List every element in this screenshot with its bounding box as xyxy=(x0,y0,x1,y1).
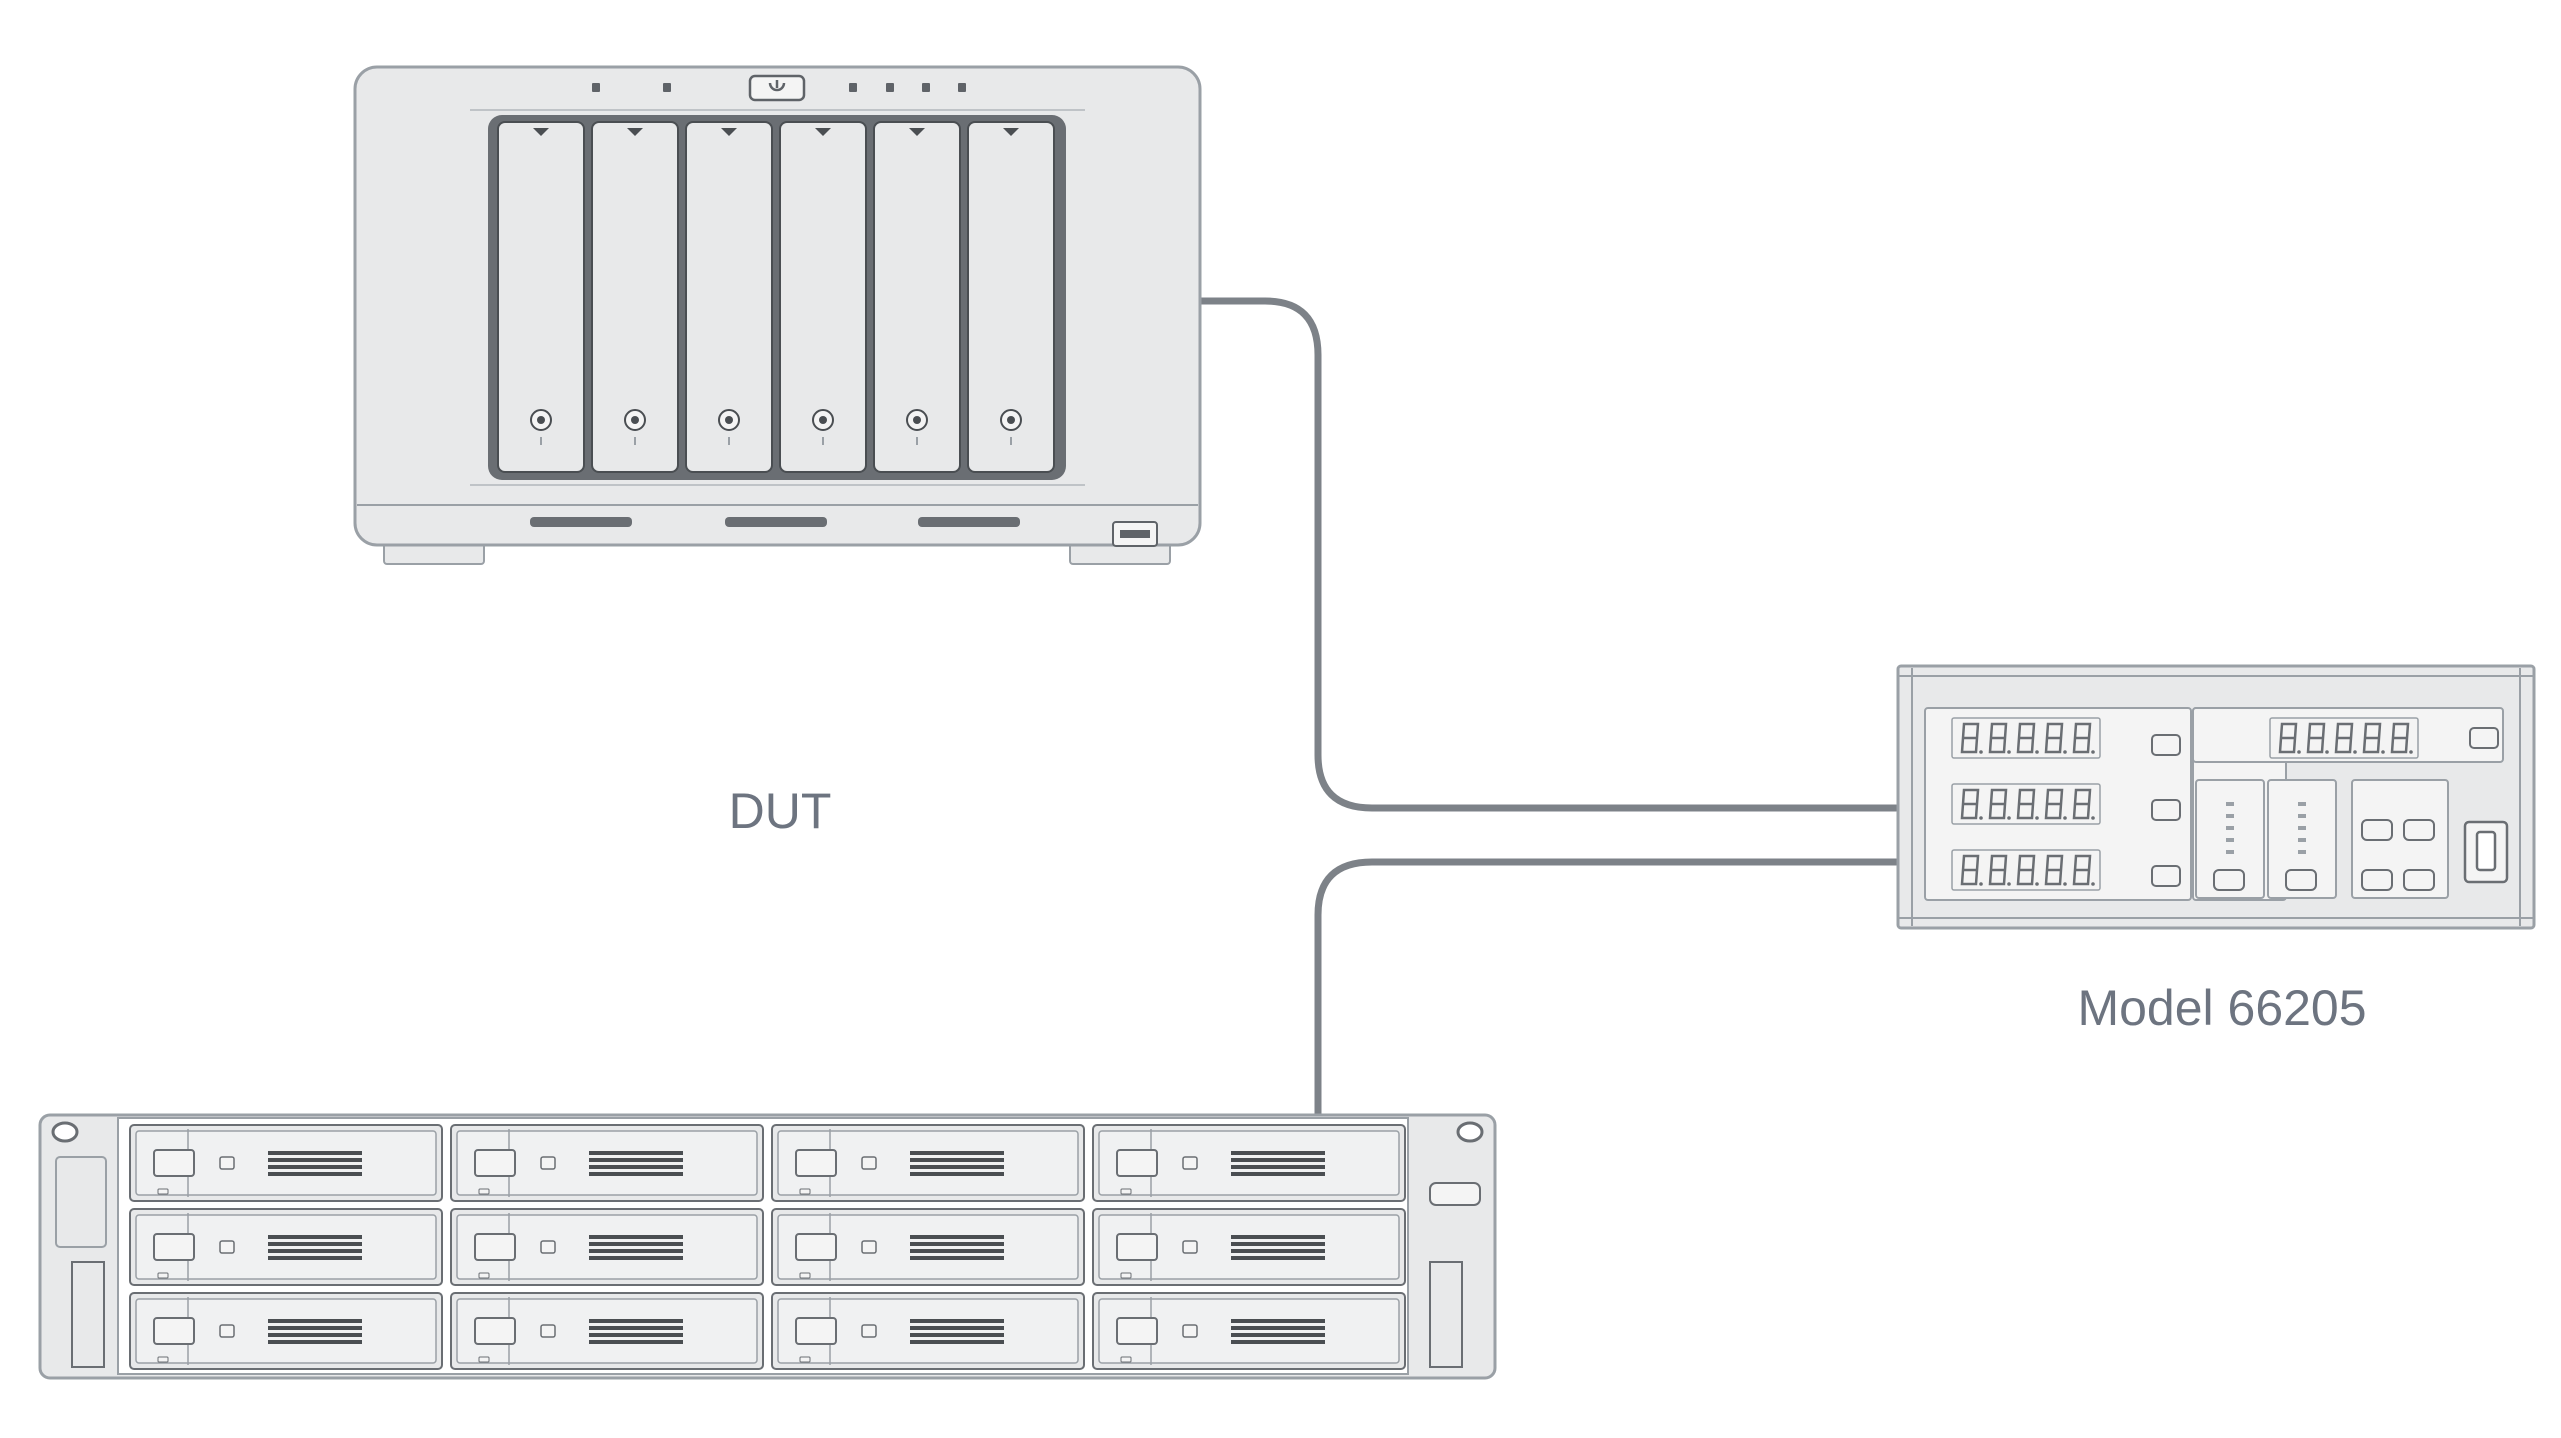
rack-drive-tray[interactable] xyxy=(771,1124,1085,1202)
meter-button[interactable] xyxy=(2361,819,2393,841)
meter-button[interactable] xyxy=(2151,734,2181,756)
meter-button[interactable] xyxy=(2285,869,2317,891)
tray-latch[interactable] xyxy=(1116,1233,1158,1261)
status-led xyxy=(922,83,930,92)
tray-latch[interactable] xyxy=(1116,1149,1158,1177)
rack-drive-tray[interactable] xyxy=(129,1292,443,1370)
drive-bay[interactable] xyxy=(591,121,679,473)
rack-drive-tray[interactable] xyxy=(129,1124,443,1202)
tray-latch[interactable] xyxy=(153,1149,195,1177)
tray-latch[interactable] xyxy=(795,1233,837,1261)
rack-drive-tray[interactable] xyxy=(771,1208,1085,1286)
rack-drive-tray[interactable] xyxy=(450,1292,764,1370)
tray-latch[interactable] xyxy=(474,1149,516,1177)
tray-latch[interactable] xyxy=(153,1233,195,1261)
status-led xyxy=(886,83,894,92)
rack-drive-tray[interactable] xyxy=(1092,1292,1406,1370)
meter-indicator-panel xyxy=(2195,779,2265,899)
meter-button[interactable] xyxy=(2469,727,2499,749)
rack-drive-tray[interactable] xyxy=(450,1208,764,1286)
meter-button[interactable] xyxy=(2213,869,2245,891)
meter-button[interactable] xyxy=(2361,869,2393,891)
meter-power-switch[interactable] xyxy=(2463,820,2509,884)
meter-keypad xyxy=(2351,779,2449,899)
label-dut: DUT xyxy=(729,783,832,839)
drive-bay[interactable] xyxy=(967,121,1055,473)
meter-button[interactable] xyxy=(2151,799,2181,821)
drive-bay[interactable] xyxy=(779,121,867,473)
status-led xyxy=(592,83,600,92)
power-icon xyxy=(768,80,786,92)
power-button[interactable] xyxy=(748,74,806,102)
meter-button[interactable] xyxy=(2403,819,2435,841)
rack-drive-tray[interactable] xyxy=(450,1124,764,1202)
meter-indicator-panel xyxy=(2267,779,2337,899)
drive-bay[interactable] xyxy=(873,121,961,473)
rack-drive-tray[interactable] xyxy=(129,1208,443,1286)
rack-server xyxy=(38,1113,1497,1380)
tray-latch[interactable] xyxy=(795,1149,837,1177)
tray-latch[interactable] xyxy=(1116,1317,1158,1345)
status-led xyxy=(849,83,857,92)
meter-button[interactable] xyxy=(2151,865,2181,887)
meter-display xyxy=(1951,849,2101,891)
tray-latch[interactable] xyxy=(474,1233,516,1261)
usb-port[interactable] xyxy=(1112,521,1158,547)
nas-tower xyxy=(353,65,1202,565)
rack-drive-tray[interactable] xyxy=(1092,1124,1406,1202)
meter-display xyxy=(1951,783,2101,825)
status-led xyxy=(958,83,966,92)
meter-display xyxy=(2269,717,2419,759)
cable-nas-to-meter xyxy=(1196,297,1900,812)
rack-drive-tray[interactable] xyxy=(1092,1208,1406,1286)
drive-bay[interactable] xyxy=(497,121,585,473)
meter-display xyxy=(1951,717,2101,759)
tray-latch[interactable] xyxy=(153,1317,195,1345)
label-meter-model: Model 66205 xyxy=(2077,980,2366,1036)
cable-rack-to-meter xyxy=(1314,858,1900,1122)
rack-drive-tray[interactable] xyxy=(771,1292,1085,1370)
drive-bay[interactable] xyxy=(685,121,773,473)
meter-button[interactable] xyxy=(2403,869,2435,891)
power-meter-66205 xyxy=(1896,664,2536,930)
tray-latch[interactable] xyxy=(474,1317,516,1345)
status-led xyxy=(663,83,671,92)
tray-latch[interactable] xyxy=(795,1317,837,1345)
